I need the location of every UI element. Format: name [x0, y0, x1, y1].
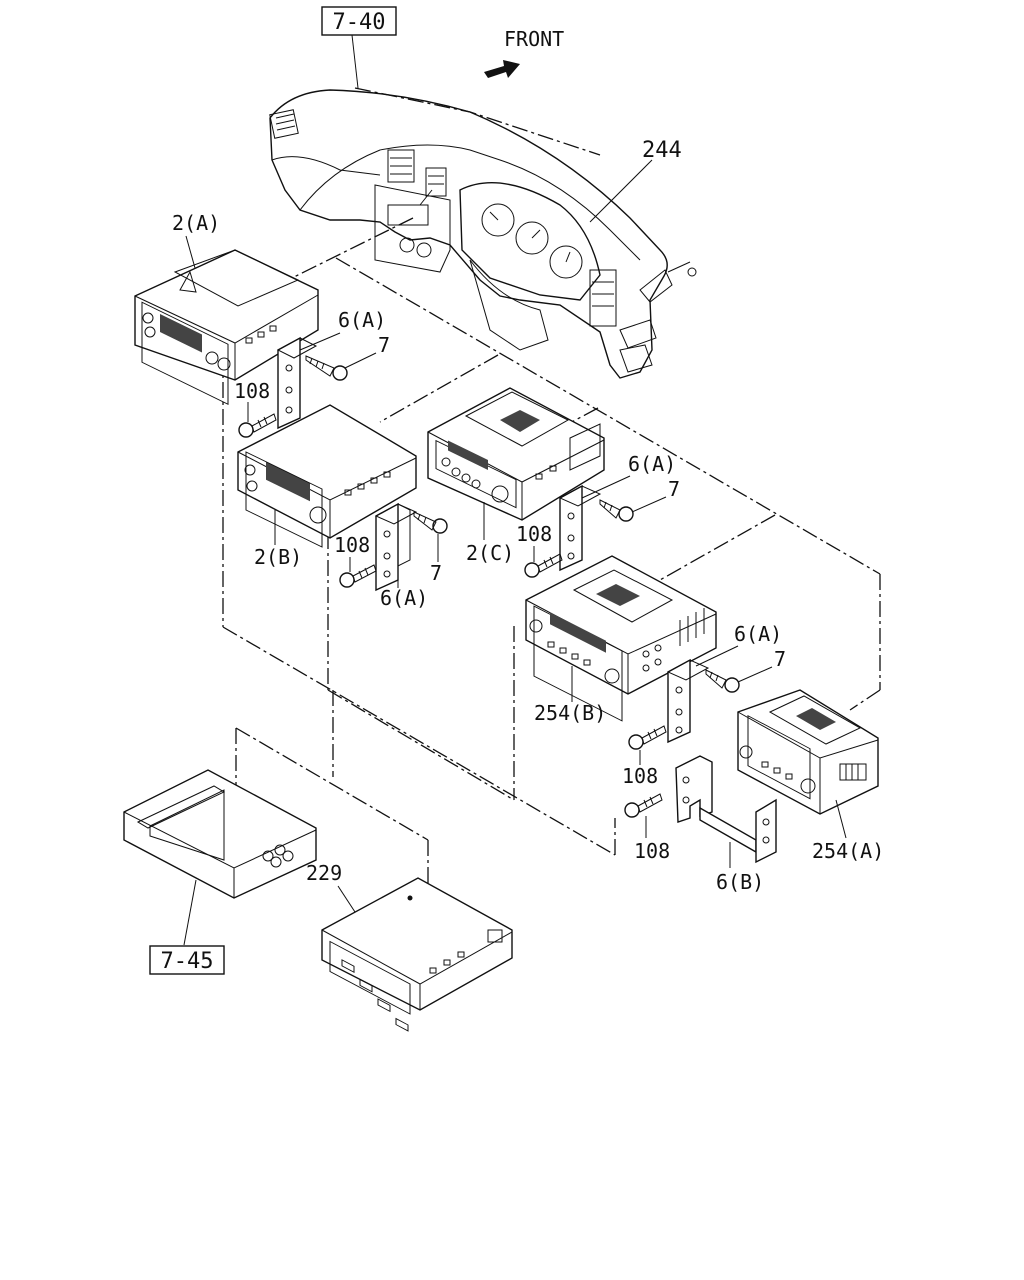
radio-2c-label[interactable]: 2(C): [466, 541, 514, 565]
screw-7-4-label[interactable]: 7: [774, 647, 786, 671]
screw-108-3[interactable]: [524, 553, 563, 578]
screw-108-2-label[interactable]: 108: [334, 533, 370, 557]
radio-2a-label[interactable]: 2(A): [172, 211, 220, 235]
ref-7-45-label: 7-45: [161, 949, 214, 974]
leader-2a: [185, 235, 196, 269]
ref-box-7-45[interactable]: 7-45: [149, 945, 225, 975]
leader-229: [337, 885, 356, 913]
screw-7-4[interactable]: [705, 669, 740, 693]
bracket-6a-3-label[interactable]: 6(A): [628, 452, 676, 476]
radio-2a[interactable]: [134, 249, 319, 405]
screw-108-1-label[interactable]: 108: [234, 379, 270, 403]
leader-244: [589, 159, 653, 223]
leader-7-45: [183, 879, 197, 946]
bracket-6a-2-label[interactable]: 6(A): [380, 586, 428, 610]
unit-254a[interactable]: [737, 689, 879, 815]
bracket-6a-3[interactable]: [558, 484, 602, 572]
bracket-6b-label[interactable]: 6(B): [716, 870, 764, 894]
radio-2b-label[interactable]: 2(B): [254, 545, 302, 569]
leader-7-3: [631, 496, 667, 513]
connection-lines: [222, 87, 881, 920]
unit-254a-label[interactable]: 254(A): [812, 839, 884, 863]
screw-7-2[interactable]: [413, 511, 448, 534]
screw-7-2-label[interactable]: 7: [430, 561, 442, 585]
dash-244-label[interactable]: 244: [642, 138, 682, 163]
screw-7-1-label[interactable]: 7: [378, 333, 390, 357]
bracket-6a-1[interactable]: [276, 336, 318, 430]
screw-108-4-label[interactable]: 108: [622, 764, 658, 788]
screw-108-2[interactable]: [339, 564, 377, 588]
bracket-6a-4-label[interactable]: 6(A): [734, 622, 782, 646]
unit-254b[interactable]: [525, 555, 717, 722]
leader-7-40: [351, 34, 359, 89]
ref-7-40-label: 7-40: [333, 10, 386, 35]
screw-7-3-label[interactable]: 7: [668, 477, 680, 501]
screw-108-4[interactable]: [628, 725, 667, 750]
unit-229-label[interactable]: 229: [306, 861, 342, 885]
screw-7-1[interactable]: [305, 355, 348, 381]
bracket-6b[interactable]: [675, 755, 777, 864]
leader-254a: [835, 799, 847, 839]
radio-2c[interactable]: [427, 387, 605, 521]
front-label: FRONT: [504, 27, 564, 51]
ref-box-7-40[interactable]: 7-40: [321, 6, 397, 36]
leader-7-4: [737, 666, 773, 683]
bracket-6a-4[interactable]: [666, 658, 710, 744]
bracket-6a-2[interactable]: [374, 502, 418, 592]
leader-6a-4: [695, 645, 739, 667]
dashboard-assembly[interactable]: [269, 89, 697, 379]
unit-229[interactable]: [321, 877, 513, 1032]
leader-7-1: [344, 352, 377, 369]
radio-2b[interactable]: [237, 404, 417, 548]
screw-108-5[interactable]: [624, 793, 663, 818]
screw-7-3[interactable]: [599, 499, 634, 522]
screw-108-5-label[interactable]: 108: [634, 839, 670, 863]
leader-6a-3: [581, 475, 631, 499]
bracket-6a-1-label[interactable]: 6(A): [338, 308, 386, 332]
screw-108-3-label[interactable]: 108: [516, 522, 552, 546]
leader-6a-1: [299, 332, 341, 351]
pocket-7-45[interactable]: [123, 769, 317, 899]
screw-108-1[interactable]: [238, 413, 277, 438]
unit-254b-label[interactable]: 254(B): [534, 701, 606, 725]
front-arrow-icon: [484, 60, 520, 78]
